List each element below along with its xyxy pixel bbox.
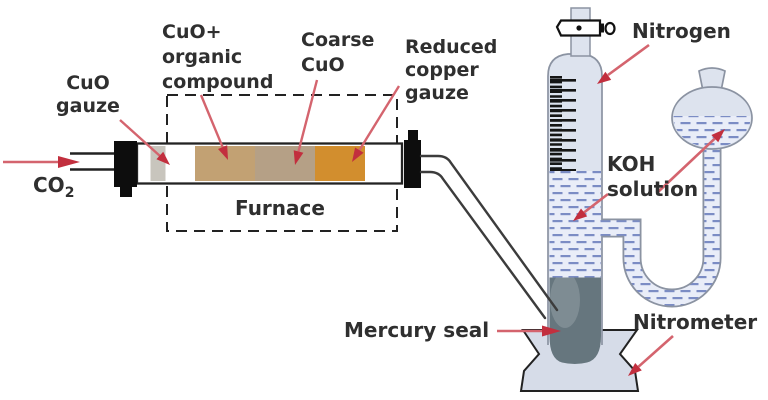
koh-bulb-arrow [657, 129, 725, 193]
graduation-marks [550, 76, 576, 171]
coarse-cuo-arrow [293, 79, 319, 165]
pointer-arrows [3, 43, 725, 376]
mercury-seal-liquid [549, 277, 601, 364]
nitrogen-arrow [597, 43, 650, 84]
co2-flow-arrow [3, 156, 80, 168]
coarse-cuo-segment [255, 146, 315, 181]
nitrometer-label: Nitrometer [633, 310, 758, 334]
nitrogen-label: Nitrogen [632, 19, 731, 43]
left-clamp [114, 141, 137, 197]
combustion-tube [135, 142, 404, 185]
koh-solution-column [549, 171, 601, 278]
delivery-tube [419, 154, 559, 320]
bulb-liquid [673, 116, 751, 148]
cuo-gauze-label: CuO gauze [56, 72, 120, 117]
cuo-gauze-band [150, 146, 166, 181]
mercury-seal-label: Mercury seal [344, 318, 490, 342]
koh-tube-arrow [573, 192, 609, 221]
reduced-copper-label: Reduced copper gauze [405, 36, 498, 104]
co2-label: CO2 [33, 173, 75, 201]
cuo-organic-label: CuO+ organic compound [162, 21, 274, 93]
mercury-seal-arrow [497, 325, 561, 337]
nitrometer-arrow [628, 335, 674, 376]
stopcock-icon [555, 19, 616, 37]
reduced-copper-arrow [352, 85, 401, 162]
bulb-neck [698, 67, 726, 92]
coarse-cuo-label: Coarse CuO [301, 29, 375, 76]
u-tube [597, 143, 722, 308]
koh-solution-label: KOH solution [607, 152, 699, 201]
right-clamp [404, 130, 421, 188]
reservoir-bulb [671, 67, 753, 150]
cuo-gauze-arrow [119, 119, 170, 165]
cuo-organic-arrow [199, 94, 228, 160]
furnace-label: Furnace [235, 196, 325, 220]
